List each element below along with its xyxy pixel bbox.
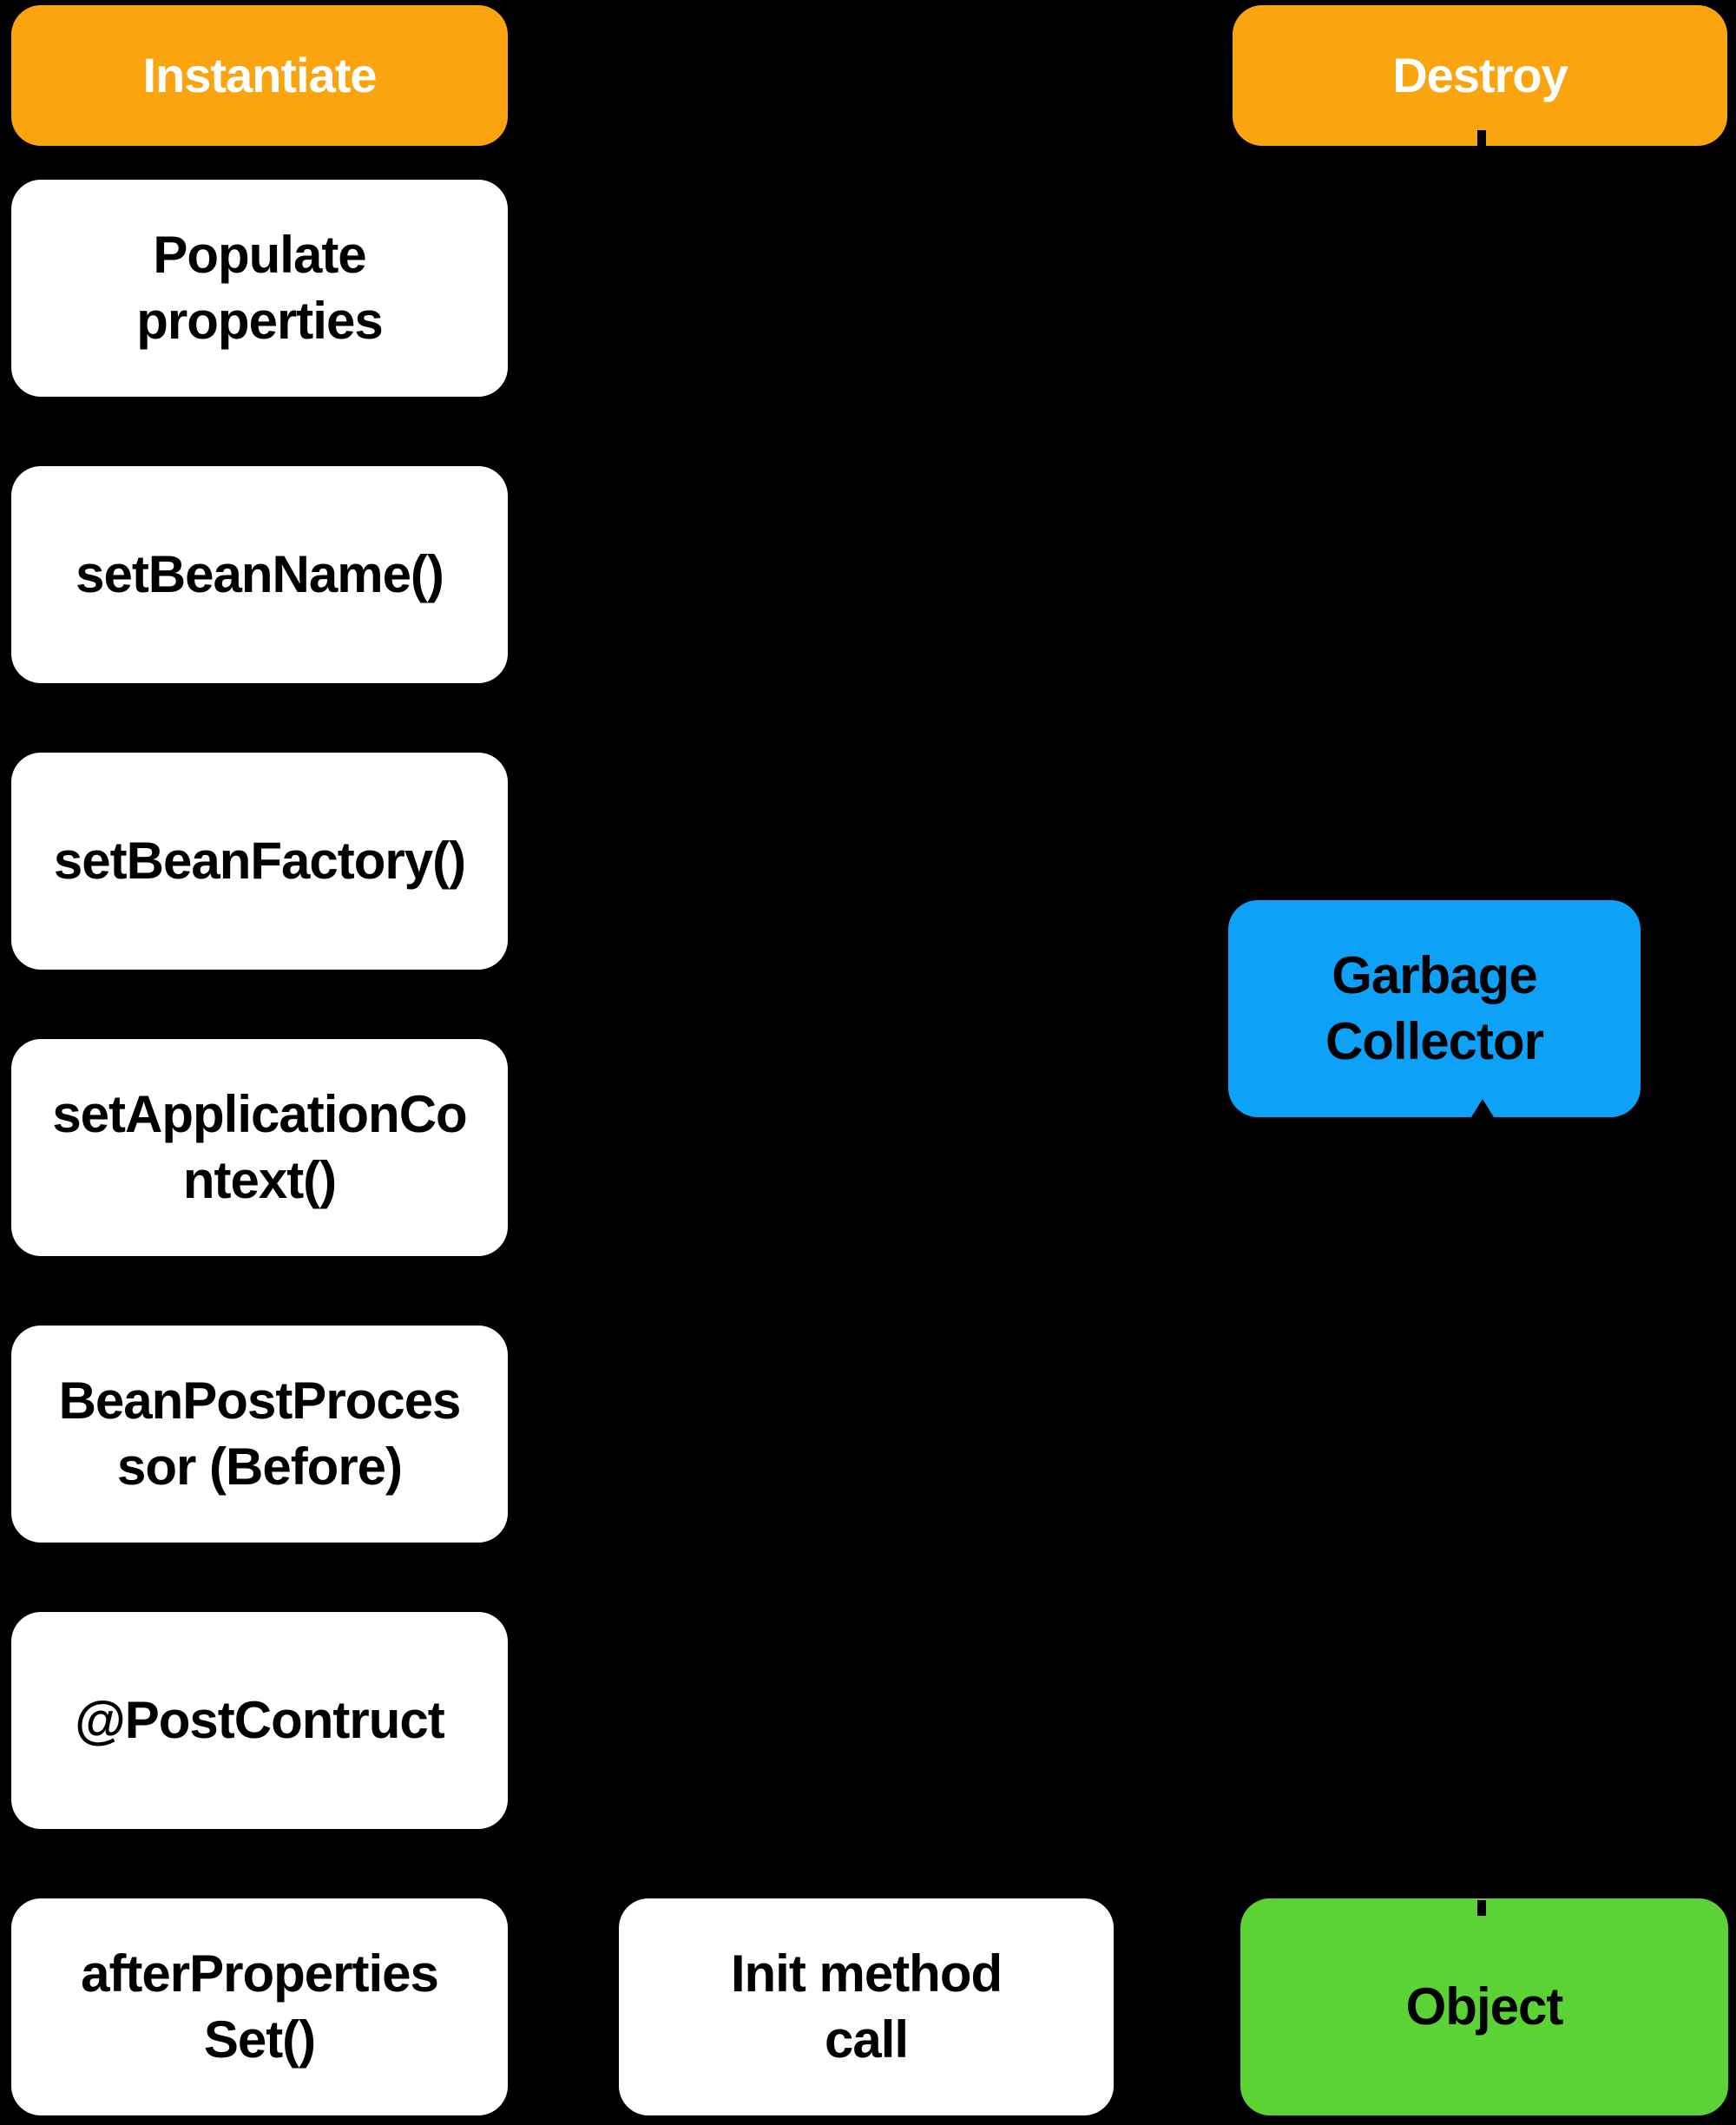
step-box-init-method-call: Init method call bbox=[619, 1898, 1114, 2115]
connector-arrowhead-garbage-collector-bottom bbox=[1471, 1099, 1494, 1117]
step-box-after-properties-set: afterProperties Set() bbox=[11, 1898, 508, 2115]
step-box-post-construct: @PostContruct bbox=[11, 1612, 508, 1829]
phase-box-destroy: Destroy bbox=[1233, 5, 1727, 146]
step-box-populate-properties: Populate properties bbox=[11, 180, 508, 397]
object-box: Object bbox=[1240, 1898, 1728, 2115]
connector-tick-object-top bbox=[1477, 1900, 1486, 1916]
connector-tick-destroy-bottom bbox=[1477, 130, 1486, 146]
step-box-set-bean-factory: setBeanFactory() bbox=[11, 753, 508, 970]
phase-box-instantiate: Instantiate bbox=[11, 5, 508, 146]
garbage-collector-box: Garbage Collector bbox=[1228, 900, 1641, 1117]
step-box-set-application-context: setApplicationCo ntext() bbox=[11, 1039, 508, 1256]
step-box-bean-post-processor-before: BeanPostProces sor (Before) bbox=[11, 1326, 508, 1543]
step-box-set-bean-name: setBeanName() bbox=[11, 466, 508, 683]
